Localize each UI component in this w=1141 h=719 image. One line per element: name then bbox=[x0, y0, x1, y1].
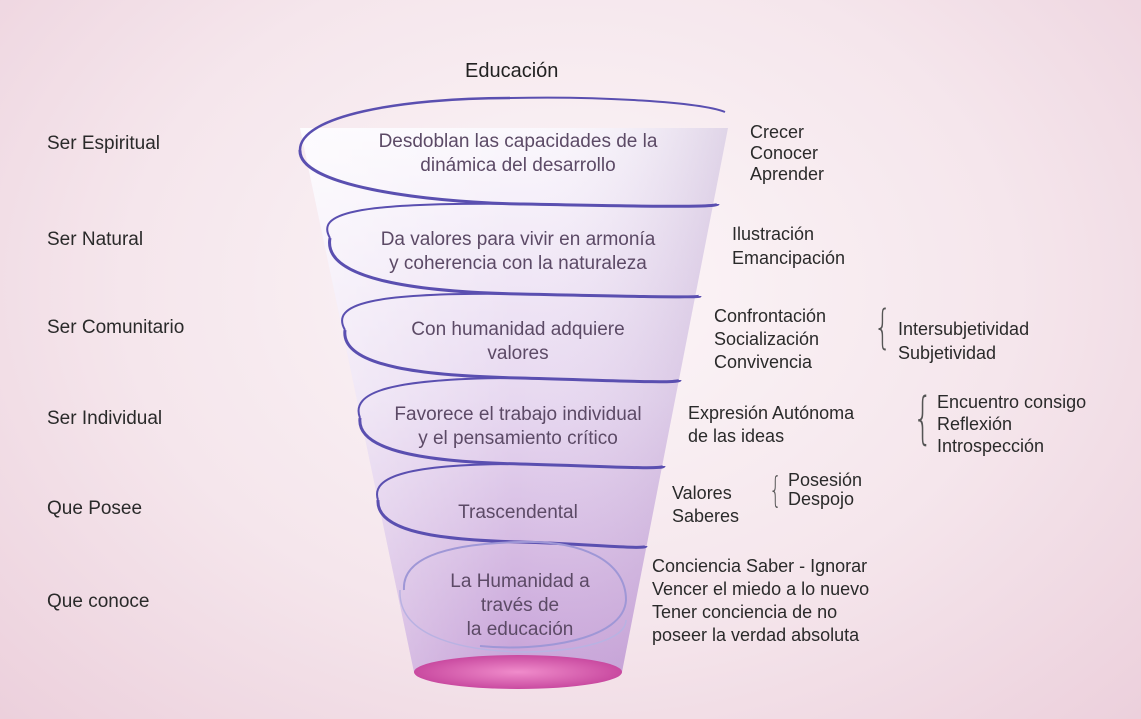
level-label-ser-espiritual: Ser Espiritual bbox=[47, 133, 160, 154]
right-item-tener-conciencia: Tener conciencia de no bbox=[652, 602, 838, 622]
funnel-stage-4-line-2: y el pensamiento crítico bbox=[418, 428, 618, 449]
funnel-stage-5: Trascendental bbox=[318, 501, 718, 525]
funnel-stage-6: La Humanidad a través de la educación bbox=[380, 570, 660, 642]
right-item-conocer: Conocer bbox=[750, 143, 819, 163]
funnel-stage-6-line-3: la educación bbox=[466, 619, 574, 640]
funnel-stage-2-line-1: Da valores para vivir en armonía bbox=[380, 229, 656, 250]
right-item-poseer-la-verdad: poseer la verdad absoluta bbox=[652, 625, 860, 645]
funnel-stage-6-line-2: través de bbox=[480, 595, 560, 616]
right-item-encuentro-consigo: Encuentro consigo bbox=[937, 392, 1087, 412]
right-group-4: Expresión Autónoma de las ideas bbox=[688, 402, 854, 448]
right-item-valores: Valores bbox=[672, 483, 732, 503]
right-item-intersubjetividad: Intersubjetividad bbox=[898, 319, 1030, 339]
right-item-despojo: Despojo bbox=[788, 489, 855, 509]
right-item-conciencia-saber-ignorar: Conciencia Saber - Ignorar bbox=[652, 556, 868, 576]
right-item-ilustracion: Ilustración bbox=[732, 224, 815, 244]
level-label-que-posee: Que Posee bbox=[47, 498, 143, 519]
right-group-3b: Intersubjetividad Subjetividad bbox=[898, 317, 1029, 365]
right-item-reflexion: Reflexión bbox=[937, 414, 1013, 434]
right-group-5b: Posesión Despojo bbox=[788, 471, 862, 509]
right-item-socializacion: Socialización bbox=[714, 329, 820, 349]
right-group-6: Conciencia Saber - Ignorar Vencer el mie… bbox=[652, 555, 869, 647]
funnel-shading bbox=[300, 128, 728, 672]
funnel-stage-2: Da valores para vivir en armonía y coher… bbox=[318, 228, 718, 276]
spiral-loop-5-back bbox=[376, 463, 521, 501]
funnel-stage-2-line-2: y coherencia con la naturaleza bbox=[389, 253, 647, 274]
funnel-stage-1: Desdoblan las capacidades de la dinámica… bbox=[318, 130, 718, 178]
funnel-stage-1-line-2: dinámica del desarrollo bbox=[420, 155, 616, 176]
funnel-stage-5-line-1: Trascendental bbox=[458, 502, 578, 523]
brace-group-4: { bbox=[913, 386, 933, 451]
level-label-que-conoce: Que conoce bbox=[47, 591, 150, 612]
spiral-loop-4-back bbox=[357, 377, 521, 419]
funnel-stage-1-line-1: Desdoblan las capacidades de la bbox=[378, 131, 658, 152]
right-item-subjetividad: Subjetividad bbox=[898, 343, 997, 363]
right-group-2: Ilustración Emancipación bbox=[732, 222, 845, 270]
brace-group-3: { bbox=[873, 300, 892, 354]
right-item-expresion-autonoma: Expresión Autónoma bbox=[688, 403, 855, 423]
spiral-top-tail bbox=[509, 96, 726, 113]
spiral-loop-6 bbox=[402, 540, 628, 649]
funnel-stage-3-line-2: valores bbox=[487, 343, 549, 364]
right-item-convivencia: Convivencia bbox=[714, 352, 813, 372]
funnel-stage-4: Favorece el trabajo individual y el pens… bbox=[318, 403, 718, 451]
right-item-vencer-el-miedo: Vencer el miedo a lo nuevo bbox=[652, 579, 870, 599]
right-item-de-las-ideas: de las ideas bbox=[688, 426, 785, 446]
right-item-confrontacion: Confrontación bbox=[714, 306, 827, 326]
funnel-stage-6-line-1: La Humanidad a bbox=[450, 571, 590, 592]
diagram-title: Educación bbox=[465, 60, 559, 82]
level-label-ser-individual: Ser Individual bbox=[47, 408, 163, 429]
funnel-stage-3-line-1: Con humanidad adquiere bbox=[411, 319, 625, 340]
level-label-ser-natural: Ser Natural bbox=[47, 229, 144, 250]
right-group-4b: Encuentro consigo Reflexión Introspecció… bbox=[937, 391, 1086, 457]
right-item-crecer: Crecer bbox=[750, 122, 805, 142]
funnel-stage-4-line-1: Favorece el trabajo individual bbox=[394, 404, 642, 425]
right-item-saberes: Saberes bbox=[672, 506, 740, 526]
right-item-emancipacion: Emancipación bbox=[732, 248, 846, 268]
funnel-stage-3: Con humanidad adquiere valores bbox=[318, 318, 718, 366]
brace-group-5: { bbox=[769, 470, 782, 511]
right-group-3: Confrontación Socialización Convivencia bbox=[714, 305, 826, 374]
right-group-5: Valores Saberes bbox=[672, 482, 739, 528]
spiral-loop-3-back bbox=[341, 292, 521, 331]
funnel-base bbox=[414, 655, 622, 689]
level-label-ser-comunitario: Ser Comunitario bbox=[47, 317, 185, 338]
right-item-aprender: Aprender bbox=[750, 164, 825, 184]
spiral-loop-6-inner bbox=[399, 589, 627, 653]
right-group-1: Crecer Conocer Aprender bbox=[750, 122, 824, 185]
right-item-introspeccion: Introspección bbox=[937, 436, 1045, 456]
spiral-loop-2-back bbox=[326, 202, 521, 239]
right-item-posesion: Posesión bbox=[788, 470, 863, 490]
spiral-loop-1-back bbox=[298, 96, 511, 151]
spiral bbox=[298, 96, 726, 653]
